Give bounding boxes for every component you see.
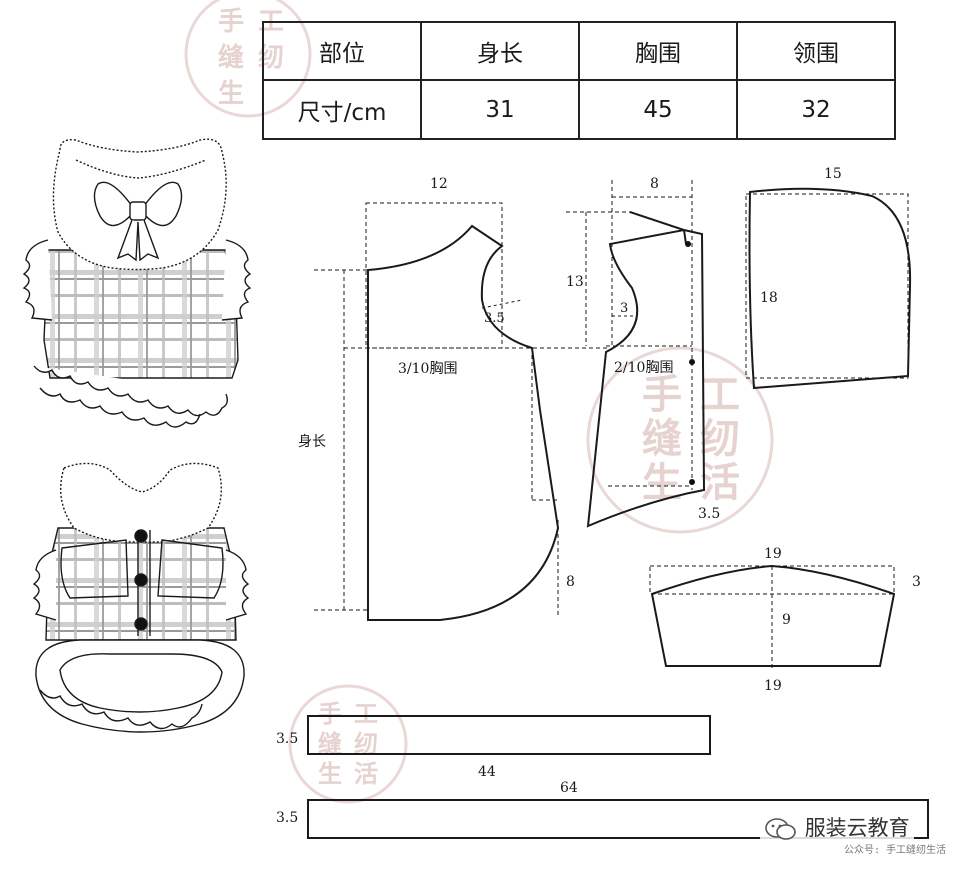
garment-back-illustration xyxy=(32,462,250,733)
watermark-seal-bottom xyxy=(288,684,408,804)
size-table-chest-value: 45 xyxy=(578,79,738,140)
seal-char: 手 xyxy=(218,7,244,37)
back-width-label: 8 xyxy=(650,176,659,192)
seal-char: 手 xyxy=(642,371,682,418)
front-length-label: 身长 xyxy=(298,434,326,450)
collar-pattern-piece xyxy=(649,564,896,668)
seal-char: 活 xyxy=(700,459,740,506)
size-table-header-chest: 胸围 xyxy=(578,21,738,81)
size-table-header-neck: 领围 xyxy=(736,21,896,81)
hood-height-label: 18 xyxy=(760,290,778,306)
front-hem-drop-label: 8 xyxy=(566,574,575,590)
front-pattern-piece xyxy=(314,202,610,621)
hood-width-label: 15 xyxy=(824,166,842,182)
size-table-neck-value: 32 xyxy=(736,79,896,140)
back-chest-label: 2/10胸围 xyxy=(614,360,673,376)
strip-short xyxy=(307,715,711,755)
seal-char: 生 xyxy=(642,459,682,506)
front-width-label: 12 xyxy=(430,176,448,192)
seal-char: 工 xyxy=(354,699,378,728)
strip-long xyxy=(307,799,929,839)
hood-pattern-piece xyxy=(745,187,912,390)
garment-front-illustration xyxy=(22,138,252,428)
account-caption: 公众号: 手工缝纫生活 xyxy=(843,845,946,856)
watermark-seal-mid xyxy=(586,346,774,534)
seal-char: 手 xyxy=(318,699,342,728)
seal-char: 生 xyxy=(218,79,244,109)
size-table-row-label: 尺寸/cm xyxy=(262,79,422,140)
front-chest-label: 3/10胸围 xyxy=(398,361,457,377)
wechat-icon xyxy=(765,818,796,840)
seal-char: 活 xyxy=(354,759,378,788)
back-hem-label: 3.5 xyxy=(698,506,720,522)
seal-char: 纫 xyxy=(700,415,740,462)
front-armhole-label: 3.5 xyxy=(484,311,505,326)
collar-height-label: 9 xyxy=(782,612,791,628)
size-table-header-length: 身长 xyxy=(420,21,580,81)
collar-top-label: 19 xyxy=(764,546,782,562)
seal-char: 缝 xyxy=(642,415,682,462)
strip-short-height-label: 3.5 xyxy=(276,731,298,747)
strip-long-height-label: 3.5 xyxy=(276,810,298,826)
size-table: 部位 身长 胸围 领围 尺寸/cm 31 45 32 xyxy=(262,21,896,140)
size-table-header-part: 部位 xyxy=(262,21,422,81)
brand-name: 服装云教育 xyxy=(804,816,910,840)
seal-char: 工 xyxy=(700,371,740,418)
collar-rise-label: 3 xyxy=(912,574,921,590)
size-table-length-value: 31 xyxy=(420,79,580,140)
brand-watermark: 服装云教育 xyxy=(760,812,914,842)
strip-long-length-label: 64 xyxy=(560,780,578,796)
strip-short-length-label: 44 xyxy=(478,764,496,780)
back-pattern-piece xyxy=(566,180,706,528)
collar-bottom-label: 19 xyxy=(764,678,782,694)
back-armhole-label: 3 xyxy=(620,301,628,316)
seal-char: 生 xyxy=(318,759,342,788)
seal-char: 缝 xyxy=(218,42,244,73)
back-height-label: 13 xyxy=(566,274,584,290)
